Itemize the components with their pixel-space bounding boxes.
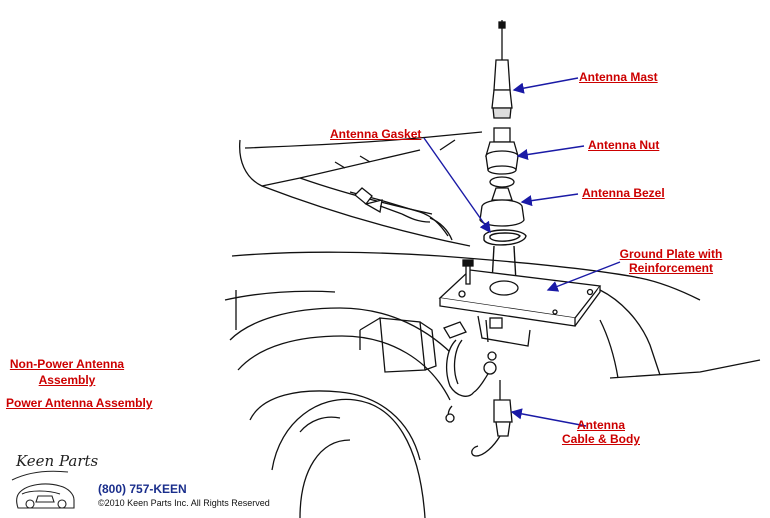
ground-plate-label[interactable]: Ground Plate with Reinforcement [618, 247, 724, 275]
gasket-leader [423, 137, 491, 234]
callout-leaders [423, 77, 621, 427]
antenna-mast-label[interactable]: Antenna Mast [579, 70, 658, 84]
antenna-cable-body [443, 315, 531, 457]
antenna-nut-label[interactable]: Antenna Nut [588, 138, 660, 152]
logo-text: Keen Parts [16, 452, 99, 470]
phone-number: (800) 757-KEEN [98, 482, 187, 496]
antenna-rod-fitting [354, 187, 431, 223]
antenna-mast [491, 20, 513, 119]
ground-plate-leader [546, 261, 621, 292]
non-power-link-line1: Non-Power Antenna [9, 357, 125, 371]
cable-leader [510, 408, 587, 427]
antenna-cable-body-label-line1: Antenna [577, 418, 625, 432]
antenna-cable-body-label-line2: Cable & Body [561, 432, 640, 446]
keen-parts-logo [11, 470, 75, 509]
antenna-bezel-label[interactable]: Antenna Bezel [582, 186, 665, 200]
mast-leader [512, 77, 579, 94]
ground-plate-label-line2: Reinforcement [628, 261, 714, 275]
antenna-bezel [479, 176, 525, 227]
antenna-cable-body-label[interactable]: Antenna Cable & Body [558, 418, 644, 446]
non-power-link-line2: Assembly [38, 373, 96, 387]
antenna-gasket-label[interactable]: Antenna Gasket [330, 127, 422, 141]
ground-plate [438, 259, 602, 327]
copyright-text: ©2010 Keen Parts Inc. All Rights Reserve… [98, 498, 270, 508]
fender-line-art [224, 131, 761, 518]
antenna-nut [485, 127, 519, 175]
nut-leader [516, 145, 585, 161]
non-power-antenna-assembly-link[interactable]: Non-Power Antenna Assembly [8, 356, 126, 388]
bezel-leader [520, 193, 579, 207]
ground-plate-label-line1: Ground Plate with [619, 247, 723, 261]
power-antenna-assembly-link[interactable]: Power Antenna Assembly [6, 396, 153, 410]
